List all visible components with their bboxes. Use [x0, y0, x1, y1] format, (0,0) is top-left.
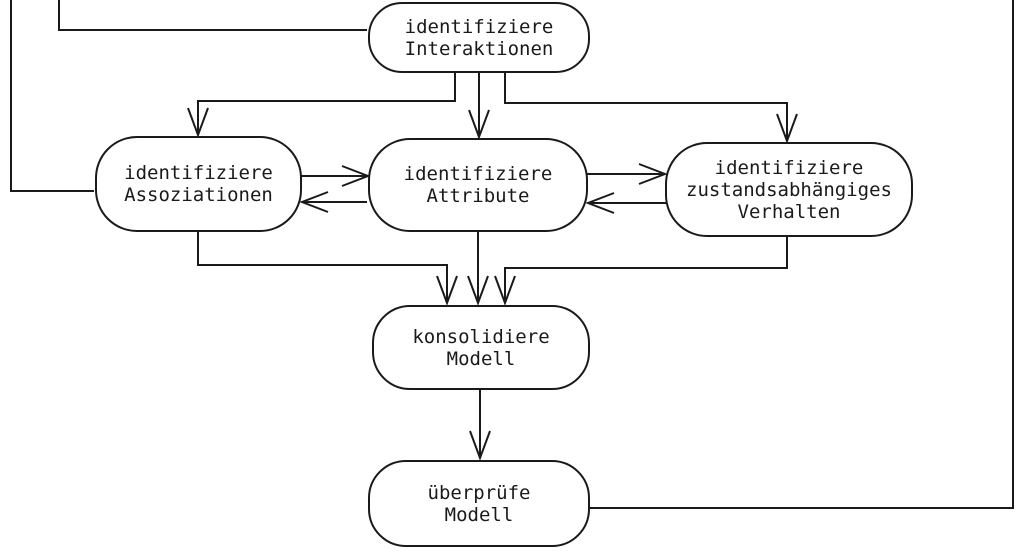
edge-offscreen-to-interaktionen	[58, 0, 367, 31]
node-konsolidiere-modell: konsolidiere Modell	[372, 305, 590, 390]
edge-attribute-to-assoziationen	[299, 191, 367, 213]
edge-ueberpruefe-feedback-right	[589, 0, 1014, 509]
node-label-ueberpruefe-modell: überprüfe Modell	[427, 481, 531, 526]
node-identifiziere-zustandsabhaengiges-verhalten: identifiziere zustandsabhängiges Verhalt…	[665, 142, 913, 237]
edge-verhalten-to-attribute	[585, 192, 666, 214]
edge-assoziationen-to-attribute	[301, 165, 371, 187]
edge-verhalten-to-konsolidiere	[494, 236, 788, 306]
edge-offscreen-to-assoziationen	[10, 0, 94, 192]
edge-interaktionen-to-attribute	[468, 73, 490, 140]
node-label-konsolidiere-modell: konsolidiere Modell	[412, 325, 550, 370]
node-ueberpruefe-modell: überprüfe Modell	[368, 460, 590, 547]
node-label-identifiziere-attribute: identifiziere Attribute	[403, 163, 553, 207]
node-identifiziere-interaktionen: identifiziere Interaktionen	[368, 2, 590, 73]
node-identifiziere-attribute: identifiziere Attribute	[368, 138, 588, 232]
node-label-identifiziere-assoziationen: identifiziere Assoziationen	[124, 162, 273, 206]
node-identifiziere-assoziationen: identifiziere Assoziationen	[95, 136, 302, 232]
edge-attribute-to-verhalten	[587, 163, 668, 185]
edge-interaktionen-to-verhalten	[504, 73, 798, 144]
node-label-identifiziere-zustandsabhaengiges-verhalten: identifiziere zustandsabhängiges Verhalt…	[686, 156, 892, 223]
edge-konsolidiere-to-ueberpruefe	[469, 389, 491, 461]
edge-assoziationen-to-konsolidiere	[197, 231, 458, 306]
node-label-identifiziere-interaktionen: identifiziere Interaktionen	[404, 15, 554, 60]
edge-attribute-to-konsolidiere	[467, 231, 489, 306]
edge-interaktionen-to-assoziationen	[187, 73, 456, 138]
